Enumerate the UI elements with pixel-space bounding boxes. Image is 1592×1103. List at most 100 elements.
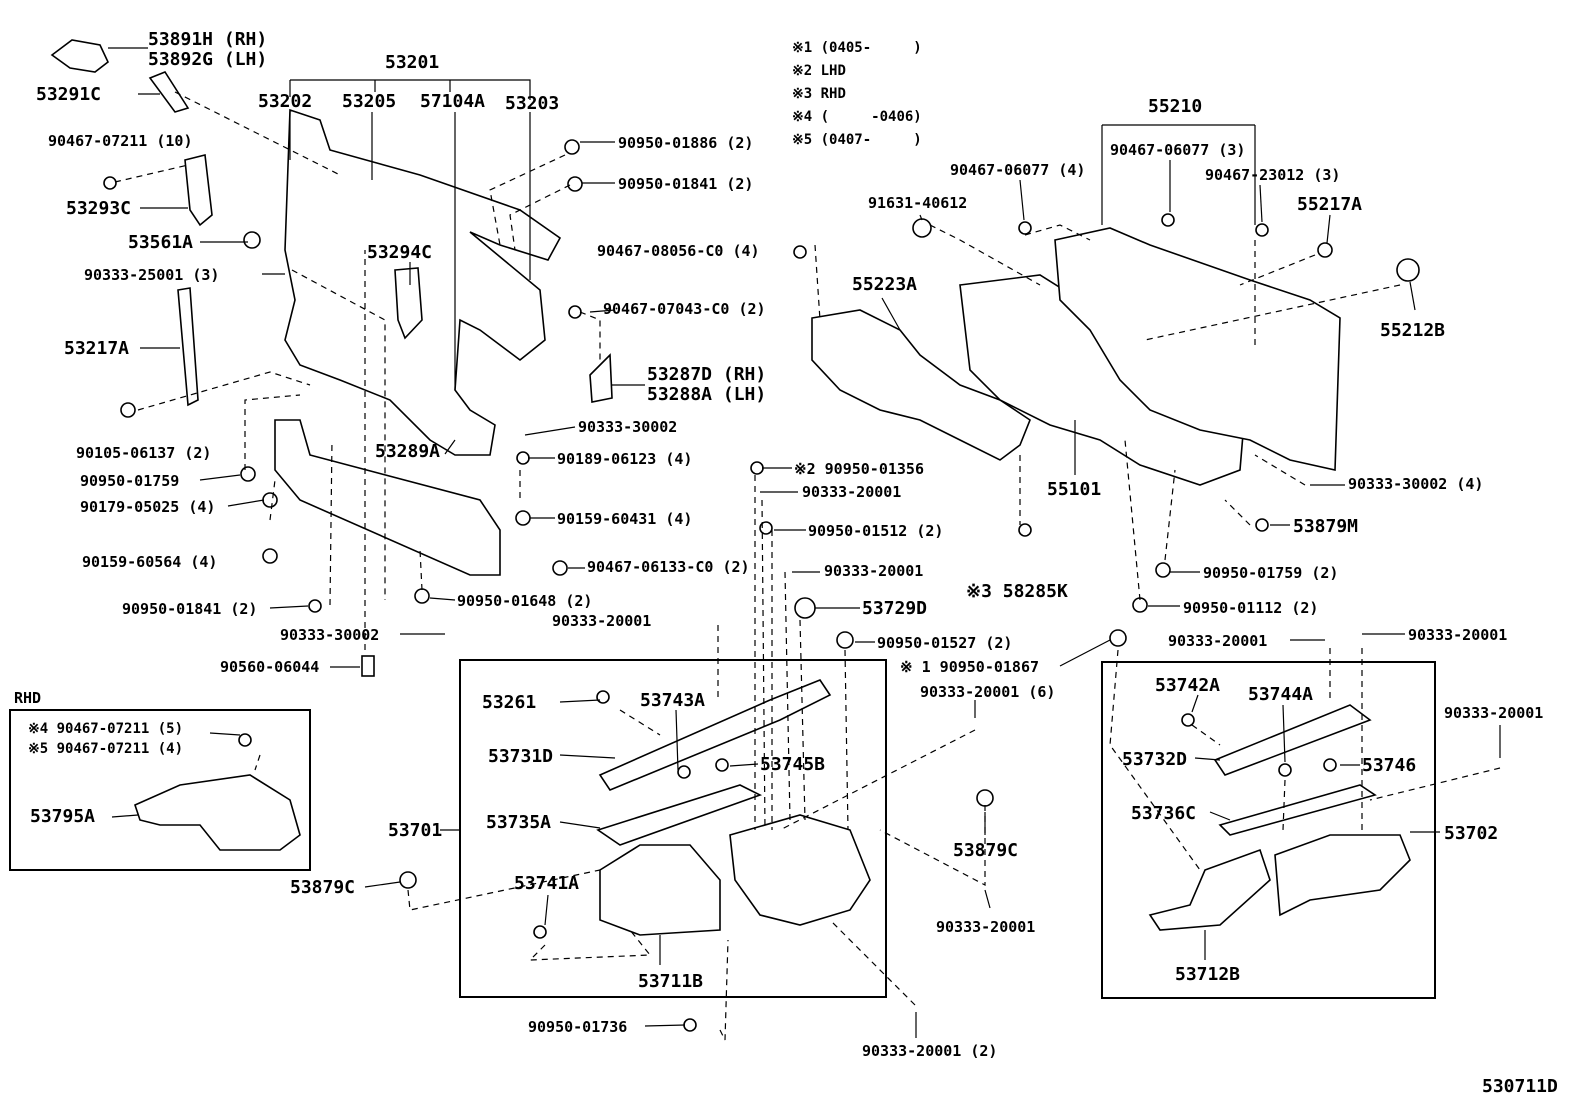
label-53745b: 53745B (760, 754, 825, 775)
label-90950-01112: 90950-01112 (2) (1183, 599, 1318, 617)
part-53701-tower-shape (729, 814, 871, 926)
label-90467-07043: 90467-07043-C0 (2) (603, 300, 766, 318)
fastener-1 (564, 139, 580, 155)
label-90333-20001-e: 90333-20001 (1168, 632, 1267, 650)
label-53891h: 53891H (RH) (148, 29, 267, 50)
label-53729d: 53729D (862, 598, 927, 619)
part-53201-shape (284, 108, 562, 456)
label-90950-01512: 90950-01512 (2) (808, 522, 943, 540)
fastener-22 (912, 218, 932, 238)
part-53294c-shape (394, 267, 423, 340)
label-90333-20001-a: 90333-20001 (802, 483, 901, 501)
label-53879c-b: 53879C (953, 840, 1018, 861)
part-53702-tower-shape (1274, 834, 1411, 917)
part-53891h-shape (50, 39, 109, 73)
label-90333-20001-f: 90333-20001 (1408, 626, 1507, 644)
label-90467-08056: 90467-08056-C0 (4) (597, 242, 760, 260)
label-53879c-a: 53879C (290, 877, 355, 898)
fastener-17 (836, 631, 854, 649)
fastener-2 (567, 176, 583, 192)
fastener-36 (715, 758, 729, 772)
label-53261: 53261 (482, 692, 536, 713)
part-53729d-shape (794, 597, 816, 619)
label-90333-20001-2: 90333-20001 (2) (862, 1042, 997, 1060)
fastener-34 (596, 690, 610, 704)
label-90333-20001-c: 90333-20001 (552, 612, 651, 630)
part-55223a-shape (811, 309, 1031, 461)
part-55212b-shape (1396, 258, 1420, 282)
label-90333-30002-b: 90333-30002 (578, 418, 677, 436)
part-53711b-shape (599, 844, 721, 936)
fastener-20 (399, 871, 417, 889)
label-90950-01841-a: 90950-01841 (2) (122, 600, 257, 618)
label-90189-06123: 90189-06123 (4) (557, 450, 692, 468)
fastener-26 (1317, 242, 1333, 258)
label-53201: 53201 (385, 52, 439, 73)
note-1: ※1 (0405- ) (792, 40, 922, 56)
fastener-18 (1109, 629, 1127, 647)
label-55212b: 55212B (1380, 320, 1445, 341)
label-90333-20001-d: 90333-20001 (936, 918, 1035, 936)
label-55223a: 55223A (852, 274, 917, 295)
label-55210: 55210 (1148, 96, 1202, 117)
label-90333-20001-g: 90333-20001 (1444, 704, 1543, 722)
label-90333-30002-c: 90333-30002 (4) (1348, 475, 1483, 493)
label-53741a: 53741A (514, 873, 579, 894)
part-labels: 53891H (RH) 53892G (LH) 53291C 90467-072… (36, 29, 1543, 1060)
label-53879m: 53879M (1293, 516, 1358, 537)
fastener-24 (1161, 213, 1175, 227)
label-53795a: 53795A (30, 806, 95, 827)
fastener-25 (1255, 223, 1269, 237)
fastener-27 (1018, 523, 1032, 537)
label-90560-06044: 90560-06044 (220, 658, 319, 676)
label-90950-01841-b: 90950-01841 (2) (618, 175, 753, 193)
rhd-inset-box (9, 709, 311, 871)
label-53287d: 53287D (RH) (647, 364, 766, 385)
fastener-12 (515, 510, 531, 526)
label-90950-01867: ※ 1 90950-01867 (900, 658, 1039, 676)
part-55210-shape (1054, 227, 1341, 471)
label-53294c: 53294C (367, 242, 432, 263)
label-90179-05025: 90179-05025 (4) (80, 498, 215, 516)
fastener-3 (103, 176, 117, 190)
label-53732d: 53732D (1122, 749, 1187, 770)
label-53217a: 53217A (64, 338, 129, 359)
part-53289a-shape (274, 419, 501, 576)
label-90333-20001-b: 90333-20001 (824, 562, 923, 580)
label-53293c: 53293C (66, 198, 131, 219)
fastener-9 (308, 599, 322, 613)
label-90159-60431: 90159-60431 (4) (557, 510, 692, 528)
label-90333-30002-a: 90333-30002 (280, 626, 379, 644)
part-53287d-shape (589, 353, 613, 403)
fastener-13 (552, 560, 568, 576)
fastener-37 (533, 925, 547, 939)
fastener-19 (976, 789, 994, 807)
part-53735a-shape (596, 784, 763, 846)
fastener-8 (262, 548, 278, 564)
label-53744a: 53744A (1248, 684, 1313, 705)
label-53291c: 53291C (36, 84, 101, 105)
rhd-title: RHD (14, 689, 41, 707)
note-5: ※5 (0407- ) (792, 132, 922, 148)
label-90950-01759-a: 90950-01759 (80, 472, 179, 490)
label-90467-06077-3: 90467-06077 (3) (1110, 141, 1245, 159)
fastener-14 (414, 588, 430, 604)
label-53289a: 53289A (375, 441, 440, 462)
label-90950-01527: 90950-01527 (2) (877, 634, 1012, 652)
note-3: ※3 RHD (792, 86, 846, 102)
fastener-21 (683, 1018, 697, 1032)
label-53892g: 53892G (LH) (148, 49, 267, 70)
label-53736c: 53736C (1131, 803, 1196, 824)
fastener-35 (677, 765, 691, 779)
label-90467-07211: 90467-07211 (10) (48, 132, 193, 150)
part-53217a-shape (177, 287, 199, 407)
notes-legend: ※1 (0405- ) ※2 LHD ※3 RHD ※4 ( -0406) ※5… (792, 40, 922, 148)
fastener-31 (1181, 713, 1195, 727)
fastener-29 (1155, 562, 1171, 578)
fastener-15 (750, 461, 764, 475)
label-91631-40612: 91631-40612 (868, 194, 967, 212)
label-90950-01759-b: 90950-01759 (2) (1203, 564, 1338, 582)
fastener-10 (361, 655, 375, 677)
